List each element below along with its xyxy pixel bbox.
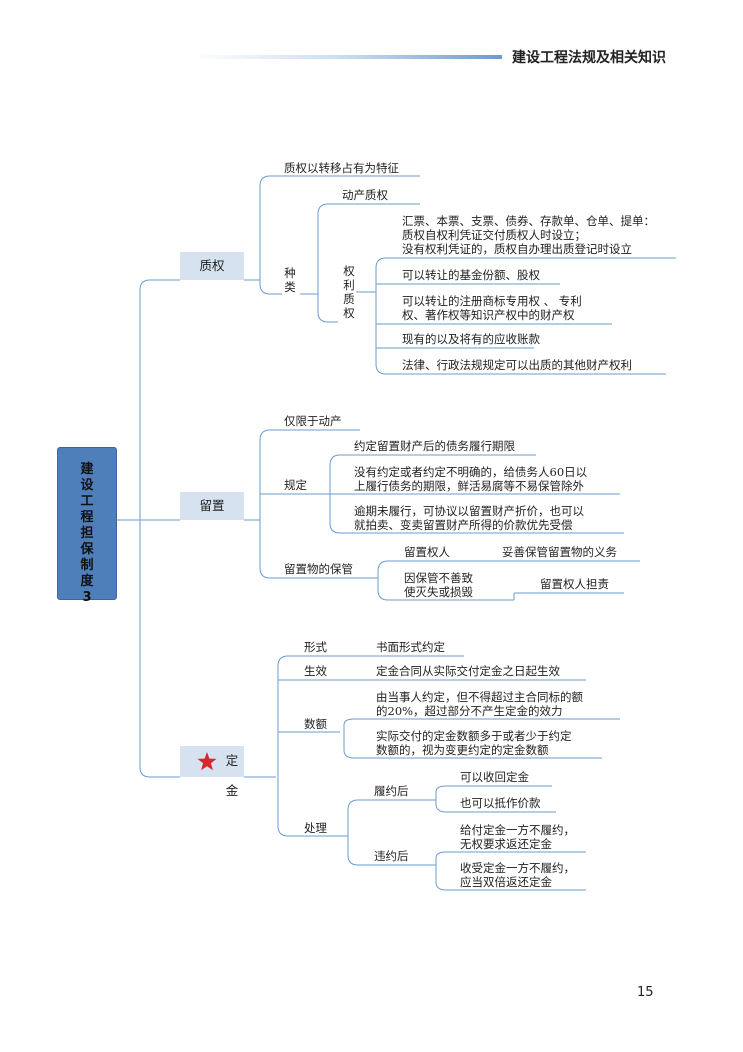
lien-custody-label: 留置物的保管 bbox=[284, 562, 353, 576]
lien-rule-3: 逾期未履行，可协议以留置财产折价，也可以 就拍卖、变卖留置财产所得的价款优先受偿 bbox=[354, 504, 584, 532]
deposit-amount-2: 实际交付的定金数额多于或者少于约定 数额的，视为变更约定的定金数额 bbox=[376, 729, 572, 757]
deposit-form-value: 书面形式约定 bbox=[376, 640, 445, 654]
deposit-breach-label: 违约后 bbox=[374, 849, 409, 863]
pledge-rights-label: 权利质权 bbox=[343, 264, 355, 320]
deposit-breach-1: 给付定金一方不履约， 无权要求返还定金 bbox=[460, 823, 575, 851]
deposit-amount-1: 由当事人约定，但不得超过主合同标的额 的20%，超过部分不产生定金的效力 bbox=[376, 690, 583, 718]
deposit-effect-value: 定金合同从实际交付定金之日起生效 bbox=[376, 664, 560, 678]
pledge-right-2: 可以转让的基金份额、股权 bbox=[402, 268, 540, 282]
pledge-kinds-label: 种类 bbox=[284, 266, 296, 294]
star-icon bbox=[197, 752, 217, 771]
header-decoration-bar bbox=[190, 55, 502, 59]
lien-holder: 留置权人 bbox=[404, 545, 450, 559]
header-title: 建设工程法规及相关知识 bbox=[512, 50, 666, 66]
lien-holder-liable: 留置权人担责 bbox=[540, 577, 609, 591]
deposit-performed-label: 履约后 bbox=[374, 784, 409, 798]
pledge-movable: 动产质权 bbox=[342, 188, 388, 202]
pledge-right-3: 可以转让的注册商标专用权 、 专利 权、著作权等知识产权中的财产权 bbox=[402, 294, 582, 322]
category-lien: 留置 bbox=[180, 492, 244, 520]
category-pledge: 质权 bbox=[180, 252, 244, 280]
deposit-effect-label: 生效 bbox=[304, 664, 327, 678]
pledge-right-1: 汇票、本票、支票、债券、存款单、仓单、提单： 质权自权利凭证交付质权人时设立； … bbox=[402, 214, 655, 256]
lien-loss: 因保管不善致 使灭失或损毁 bbox=[404, 571, 473, 599]
pledge-right-4: 现有的以及将有的应收账款 bbox=[402, 332, 540, 346]
pledge-feature: 质权以转移占有为特征 bbox=[284, 161, 399, 175]
deposit-amount-label: 数额 bbox=[304, 717, 327, 731]
deposit-performed-2: 也可以抵作价款 bbox=[460, 796, 541, 810]
deposit-breach-2: 收受定金一方不履约， 应当双倍返还定金 bbox=[460, 861, 575, 889]
root-node: 建设工程担保制度3 bbox=[57, 447, 117, 605]
deposit-form-label: 形式 bbox=[304, 640, 327, 654]
lien-rule-2: 没有约定或者约定不明确的，给债务人60日以 上履行债务的期限，鲜活易腐等不易保管… bbox=[354, 465, 588, 493]
page-number: 15 bbox=[637, 985, 654, 1000]
lien-rules-label: 规定 bbox=[284, 478, 307, 492]
lien-only-movable: 仅限于动产 bbox=[284, 414, 342, 428]
category-deposit-label: 定金 bbox=[225, 753, 239, 798]
lien-rule-1: 约定留置财产后的债务履行期限 bbox=[354, 439, 515, 453]
pledge-right-5: 法律、行政法规规定可以出质的其他财产权利 bbox=[402, 358, 632, 372]
lien-holder-duty: 妥善保管留置物的义务 bbox=[502, 545, 617, 559]
deposit-handling-label: 处理 bbox=[304, 821, 327, 835]
deposit-performed-1: 可以收回定金 bbox=[460, 770, 529, 784]
category-deposit: 定金 bbox=[180, 746, 244, 798]
